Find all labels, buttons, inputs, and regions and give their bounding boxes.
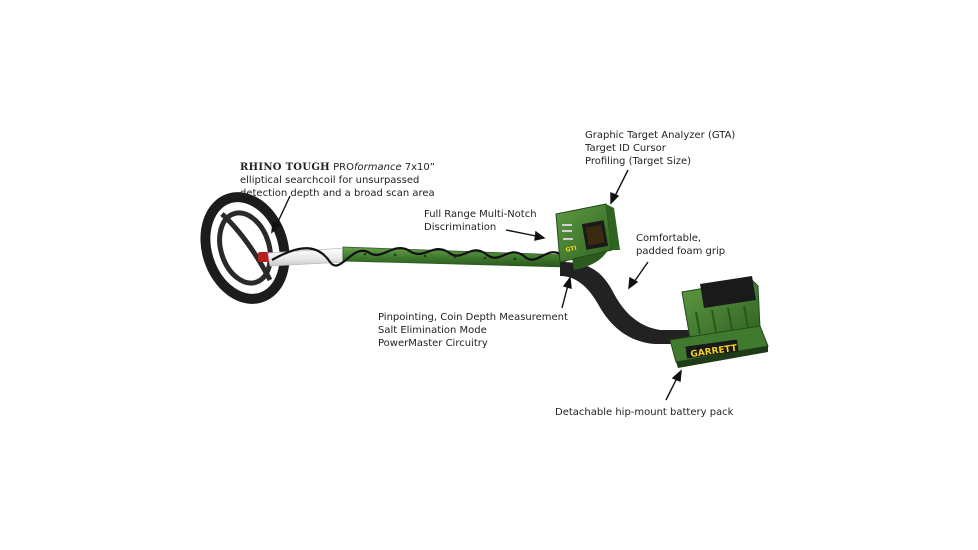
callout-multi-notch: Full Range Multi-Notch Discrimination xyxy=(424,209,537,233)
brand-rhino-tough: RHINO TOUGH xyxy=(240,162,330,173)
callout-grip: Comfortable, padded foam grip xyxy=(636,233,726,257)
callout-pinpointing: Pinpointing, Coin Depth Measurement Salt… xyxy=(378,312,568,349)
callout-gta: Graphic Target Analyzer (GTA) Target ID … xyxy=(585,130,736,167)
control-box: GTI xyxy=(555,203,620,263)
callout-arrows xyxy=(271,169,682,401)
control-logo: GTI xyxy=(565,245,577,254)
coiled-cable xyxy=(271,247,561,267)
callout-battery-pack: Detachable hip-mount battery pack xyxy=(555,407,734,418)
callout-searchcoil: RHINO TOUGH PROformance 7x10” elliptical… xyxy=(240,162,435,199)
battery-pack: GARRETT xyxy=(669,276,769,368)
foam-grip xyxy=(560,262,690,344)
searchcoil xyxy=(200,192,290,304)
